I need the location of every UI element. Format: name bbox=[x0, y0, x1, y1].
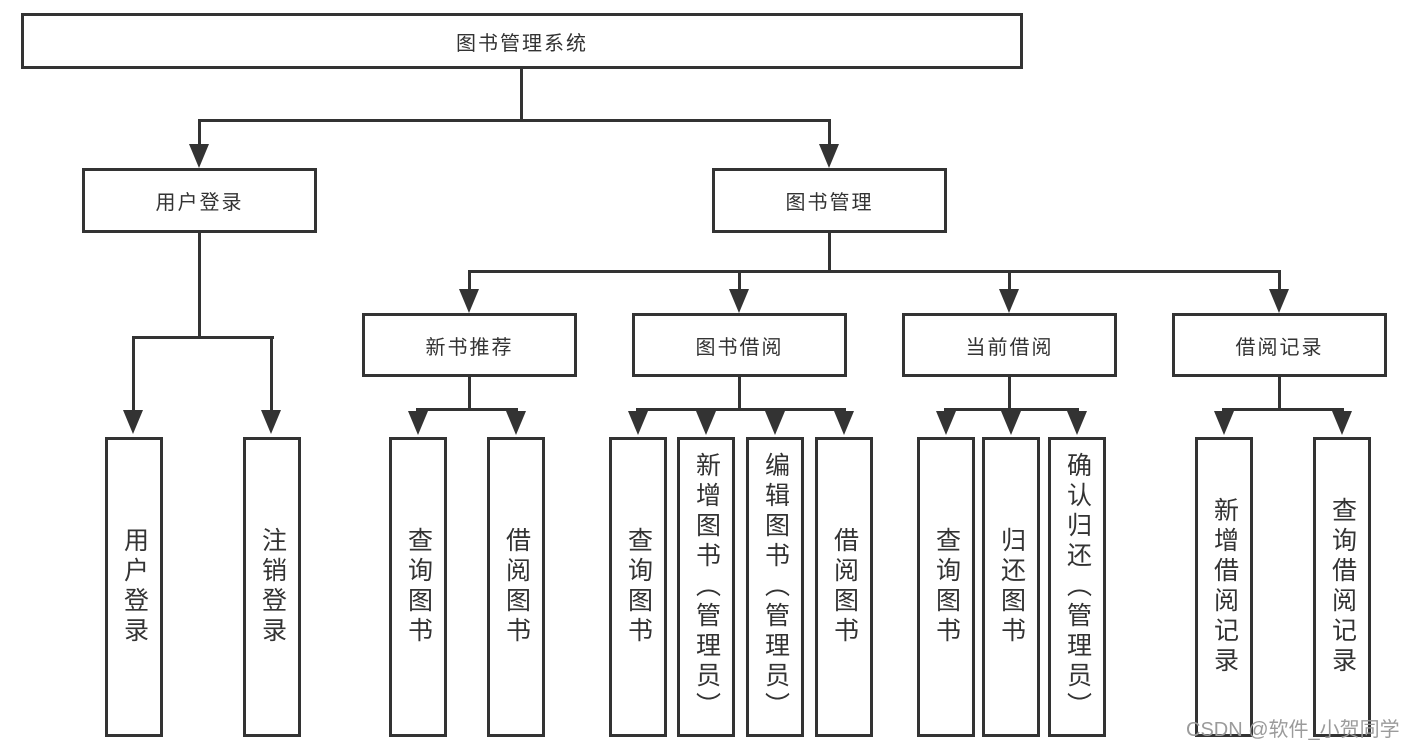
leaf-add-books-admin: 新增图书（管理员） bbox=[677, 437, 735, 737]
connector-line bbox=[1008, 270, 1011, 292]
leaf-return-books: 归还图书 bbox=[982, 437, 1040, 737]
leaf-label: 查询图书 bbox=[932, 527, 961, 647]
leaf-logout-login: 注销登录 bbox=[243, 437, 301, 737]
node-new-book-recommend: 新书推荐 bbox=[362, 313, 577, 377]
leaf-label: 查询图书 bbox=[624, 527, 653, 647]
node-label: 图书管理 bbox=[785, 192, 874, 214]
arrow-down-icon bbox=[729, 289, 749, 313]
leaf-label: 编辑图书（管理员） bbox=[761, 452, 790, 722]
leaf-user-login: 用户登录 bbox=[105, 437, 163, 737]
connector-line bbox=[198, 119, 201, 147]
arrow-down-icon bbox=[834, 411, 854, 435]
leaf-label: 查询图书 bbox=[404, 527, 433, 647]
leaf-label: 新增图书（管理员） bbox=[692, 452, 721, 722]
arrow-down-icon bbox=[765, 411, 785, 435]
node-library-management-system: 图书管理系统 bbox=[21, 13, 1023, 69]
leaf-recommend-query-books: 查询图书 bbox=[389, 437, 447, 737]
node-book-borrow: 图书借阅 bbox=[632, 313, 847, 377]
connector-line bbox=[828, 119, 831, 147]
node-current-borrow: 当前借阅 bbox=[902, 313, 1117, 377]
node-label: 新书推荐 bbox=[425, 336, 514, 359]
node-label: 借阅记录 bbox=[1235, 336, 1324, 359]
node-user-login: 用户登录 bbox=[82, 168, 317, 233]
arrow-down-icon bbox=[628, 411, 648, 435]
connector-line bbox=[738, 377, 741, 408]
arrow-down-icon bbox=[1067, 411, 1087, 435]
connector-line bbox=[468, 270, 471, 292]
leaf-confirm-return-admin: 确认归还（管理员） bbox=[1048, 437, 1106, 737]
arrow-down-icon bbox=[999, 289, 1019, 313]
connector-line bbox=[270, 336, 273, 412]
connector-line bbox=[520, 69, 523, 119]
leaf-borrow-query-books: 查询图书 bbox=[609, 437, 667, 737]
node-label: 当前借阅 bbox=[965, 336, 1054, 359]
connector-line bbox=[636, 408, 846, 411]
leaf-label: 注销登录 bbox=[258, 527, 287, 647]
connector-line bbox=[1278, 270, 1281, 292]
leaf-edit-books-admin: 编辑图书（管理员） bbox=[746, 437, 804, 737]
arrow-down-icon bbox=[1332, 411, 1352, 435]
connector-line bbox=[1222, 408, 1344, 411]
leaf-label: 归还图书 bbox=[997, 527, 1026, 647]
connector-line bbox=[132, 336, 274, 339]
node-borrow-record: 借阅记录 bbox=[1172, 313, 1387, 377]
node-label: 用户登录 bbox=[155, 192, 244, 214]
arrow-down-icon bbox=[189, 144, 209, 168]
arrow-down-icon bbox=[1214, 411, 1234, 435]
csdn-watermark: CSDN @软件_小贺同学 bbox=[1186, 719, 1400, 741]
leaf-label: 确认归还（管理员） bbox=[1063, 452, 1092, 722]
connector-line bbox=[416, 408, 518, 411]
arrow-down-icon bbox=[1001, 411, 1021, 435]
arrow-down-icon bbox=[408, 411, 428, 435]
leaf-label: 查询借阅记录 bbox=[1328, 497, 1357, 677]
arrow-down-icon bbox=[261, 410, 281, 434]
node-label: 图书借阅 bbox=[695, 336, 784, 359]
leaf-current-query-books: 查询图书 bbox=[917, 437, 975, 737]
node-label: 图书管理系统 bbox=[456, 32, 588, 55]
connector-line bbox=[468, 377, 471, 408]
connector-line bbox=[828, 233, 831, 272]
leaf-label: 借阅图书 bbox=[502, 527, 531, 647]
leaf-label: 新增借阅记录 bbox=[1210, 497, 1239, 677]
connector-line bbox=[468, 270, 1281, 273]
arrow-down-icon bbox=[459, 289, 479, 313]
connector-line bbox=[198, 233, 201, 336]
leaf-query-borrow-record: 查询借阅记录 bbox=[1313, 437, 1371, 737]
connector-line bbox=[738, 270, 741, 292]
connector-line bbox=[1008, 377, 1011, 408]
leaf-add-borrow-record: 新增借阅记录 bbox=[1195, 437, 1253, 737]
leaf-label: 借阅图书 bbox=[830, 527, 859, 647]
leaf-borrow-borrow-books: 借阅图书 bbox=[815, 437, 873, 737]
arrow-down-icon bbox=[1269, 289, 1289, 313]
arrow-down-icon bbox=[819, 144, 839, 168]
connector-line bbox=[198, 119, 831, 122]
arrow-down-icon bbox=[123, 410, 143, 434]
connector-line bbox=[132, 336, 135, 412]
arrow-down-icon bbox=[506, 411, 526, 435]
connector-line bbox=[1278, 377, 1281, 408]
leaf-label: 用户登录 bbox=[120, 527, 149, 647]
node-book-management: 图书管理 bbox=[712, 168, 947, 233]
leaf-recommend-borrow-books: 借阅图书 bbox=[487, 437, 545, 737]
arrow-down-icon bbox=[696, 411, 716, 435]
arrow-down-icon bbox=[936, 411, 956, 435]
